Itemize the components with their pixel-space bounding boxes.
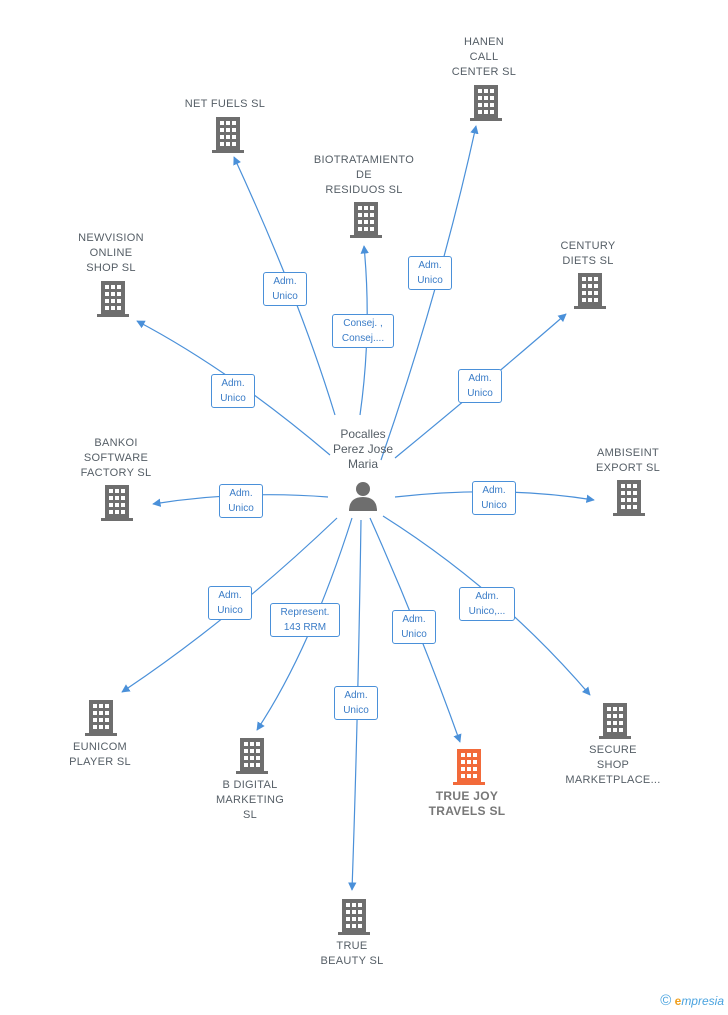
building-icon[interactable] (101, 485, 133, 521)
company-name-newvision[interactable]: NEWVISION ONLINE SHOP SL (78, 232, 144, 274)
edge-label-newvision[interactable]: Adm. Unico (211, 374, 255, 408)
company-name-truejoy[interactable]: TRUE JOY TRAVELS SL (428, 789, 506, 818)
edge-label-ambiseint[interactable]: Adm. Unico (472, 481, 516, 515)
center-person-name[interactable]: Pocalles Perez Jose Maria (332, 427, 394, 471)
edge-bdigital (256, 517, 353, 731)
brand-logo[interactable]: empresia (674, 994, 724, 1008)
building-icon[interactable] (236, 738, 268, 774)
building-icon[interactable] (350, 202, 382, 238)
company-name-eunicom[interactable]: EUNICOM PLAYER SL (69, 741, 131, 768)
edge-label-bdigital[interactable]: Represent. 143 RRM (270, 603, 340, 637)
company-name-secureshop[interactable]: SECURE SHOP MARKETPLACE... (565, 744, 661, 786)
edge-label-century[interactable]: Adm. Unico (458, 369, 502, 403)
edge-label-hanen[interactable]: Adm. Unico (408, 256, 452, 290)
company-name-truebeauty[interactable]: TRUE BEAUTY SL (320, 940, 384, 967)
building-icon[interactable] (613, 480, 645, 516)
edge-label-truebeauty[interactable]: Adm. Unico (334, 686, 378, 720)
building-icon[interactable] (338, 899, 370, 935)
edge-label-truejoy[interactable]: Adm. Unico (392, 610, 436, 644)
building-icon[interactable] (85, 700, 117, 736)
edge-label-biotratamiento[interactable]: Consej. , Consej.... (332, 314, 394, 348)
edge-label-eunicom[interactable]: Adm. Unico (208, 586, 252, 620)
edge-label-bankoi[interactable]: Adm. Unico (219, 484, 263, 518)
company-name-netfuels[interactable]: NET FUELS SL (184, 98, 266, 110)
company-name-ambiseint[interactable]: AMBISEINT EXPORT SL (595, 447, 661, 474)
company-name-hanen[interactable]: HANEN CALL CENTER SL (451, 36, 517, 78)
company-name-bdigital[interactable]: B DIGITAL MARKETING SL (215, 779, 285, 821)
company-name-century[interactable]: CENTURY DIETS SL (560, 240, 616, 267)
person-icon[interactable] (349, 482, 377, 511)
edge-label-netfuels[interactable]: Adm. Unico (263, 272, 307, 306)
edge-label-secureshop[interactable]: Adm. Unico,... (459, 587, 515, 621)
edge-hanen (380, 125, 479, 461)
building-icon[interactable] (453, 749, 485, 785)
building-icon[interactable] (599, 703, 631, 739)
building-icon[interactable] (212, 117, 244, 153)
footer-brand: © empresia (660, 992, 724, 1009)
copyright-symbol: © (660, 992, 672, 1009)
company-name-bankoi[interactable]: BANKOI SOFTWARE FACTORY SL (80, 437, 152, 479)
company-name-biotratamiento[interactable]: BIOTRATAMIENTO DE RESIDUOS SL (313, 154, 415, 196)
building-icon[interactable] (470, 85, 502, 121)
building-icon[interactable] (97, 281, 129, 317)
building-icon[interactable] (574, 273, 606, 309)
